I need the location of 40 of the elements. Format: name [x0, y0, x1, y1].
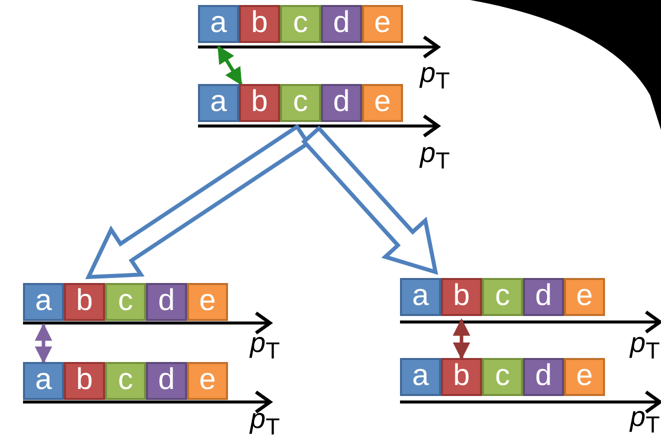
letter-box: b [441, 278, 482, 316]
axis-label: p$_{T}$ [630, 328, 660, 366]
axis-label: p$_{T}$ [250, 328, 280, 366]
double-arrow [452, 318, 470, 360]
letter-box: b [441, 358, 482, 396]
letter-box: b [239, 84, 280, 122]
letter-box: e [362, 84, 403, 122]
letter-box: e [564, 358, 605, 396]
letter-box: e [362, 5, 403, 43]
letter-box: c [482, 278, 523, 316]
letter-box: b [239, 5, 280, 43]
letter-box: a [198, 5, 239, 43]
letter-box: a [198, 84, 239, 122]
letter-box: c [105, 283, 146, 321]
axis-label: p$_{T}$ [420, 138, 450, 176]
letter-box: c [280, 5, 321, 43]
axis-label: p$_{T}$ [420, 58, 450, 96]
letter-box: d [523, 278, 564, 316]
letter-box: d [146, 283, 187, 321]
letter-box: c [280, 84, 321, 122]
letter-box: a [23, 283, 64, 321]
axis-label: p$_{T}$ [250, 404, 280, 436]
letter-box: e [564, 278, 605, 316]
letter-box: b [64, 362, 105, 400]
letter-box: d [321, 5, 362, 43]
double-arrow [34, 323, 52, 364]
letter-box: d [146, 362, 187, 400]
letter-box: d [523, 358, 564, 396]
axis-label: p$_{T}$ [630, 402, 660, 436]
double-arrow [217, 46, 242, 86]
letter-box: a [400, 278, 441, 316]
letter-box: c [105, 362, 146, 400]
block-arrow [301, 125, 438, 275]
letter-box: b [64, 283, 105, 321]
letter-box: e [187, 362, 228, 400]
letter-box: e [187, 283, 228, 321]
letter-box: a [400, 358, 441, 396]
letter-box: a [23, 362, 64, 400]
letter-box: c [482, 358, 523, 396]
letter-box: d [321, 84, 362, 122]
